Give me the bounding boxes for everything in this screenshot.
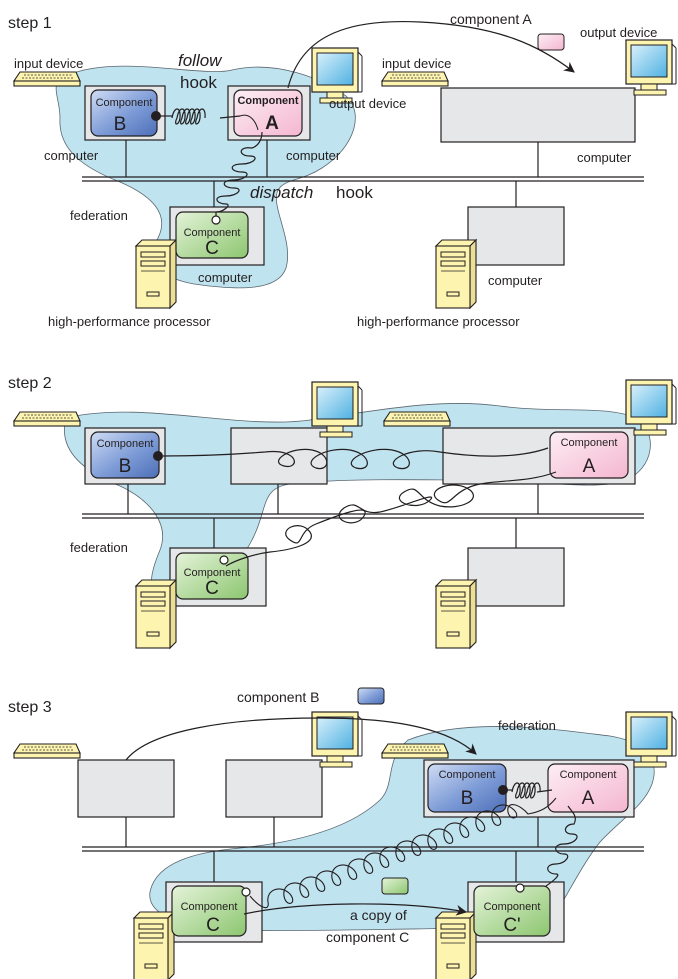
step-1-panel: step 1 Component B Component A Compone bbox=[8, 11, 676, 329]
monitor-icon bbox=[312, 712, 362, 767]
follow-label: follow bbox=[178, 51, 223, 70]
computer-label: computer bbox=[488, 273, 543, 288]
hook-end-dot bbox=[498, 785, 508, 795]
component-a-letter: A bbox=[582, 788, 595, 809]
input-device-label: input device bbox=[14, 56, 83, 71]
component-b-word: Component bbox=[439, 769, 496, 781]
component-b-word: Component bbox=[97, 438, 154, 450]
component-b-caption: component B bbox=[237, 689, 320, 705]
keyboard-icon bbox=[14, 412, 80, 426]
keyboard-icon bbox=[14, 744, 80, 758]
computer-box-2 bbox=[226, 760, 322, 817]
tower-icon bbox=[436, 580, 476, 648]
federation-label: federation bbox=[498, 718, 556, 733]
component-a-chip bbox=[538, 34, 564, 50]
tower-icon bbox=[136, 240, 176, 308]
component-b-letter: B bbox=[114, 114, 127, 135]
computer-box-5 bbox=[468, 207, 564, 265]
federation-label: federation bbox=[70, 208, 128, 223]
computer-box-2 bbox=[231, 428, 327, 484]
computer-label: computer bbox=[44, 148, 99, 163]
keyboard-icon bbox=[382, 72, 448, 86]
step-3-panel: step 3 Component B Component A Component… bbox=[8, 688, 676, 979]
step-2-title: step 2 bbox=[8, 375, 52, 392]
computer-box-1 bbox=[78, 760, 174, 817]
output-device-label: output device bbox=[580, 25, 657, 40]
processor-label: high-performance processor bbox=[357, 314, 520, 329]
federation-label: federation bbox=[70, 540, 128, 555]
tower-icon bbox=[134, 912, 174, 979]
component-a-word: Component bbox=[560, 769, 617, 781]
tower-icon bbox=[436, 240, 476, 308]
dispatch-hook-label: hook bbox=[336, 183, 373, 202]
computer-box-3 bbox=[441, 88, 635, 142]
keyboard-icon bbox=[382, 744, 448, 758]
component-a-letter: A bbox=[583, 456, 596, 477]
step-2-panel: step 2 Component B Component A Component… bbox=[8, 375, 676, 648]
computer-label: computer bbox=[286, 148, 341, 163]
hook-label: hook bbox=[180, 73, 217, 92]
component-c-copy-word: Component bbox=[484, 901, 541, 913]
component-c-word: Component bbox=[181, 901, 238, 913]
copy-caption-line1: a copy of bbox=[350, 907, 407, 923]
computer-box-5 bbox=[468, 548, 564, 606]
input-device-label: input device bbox=[382, 56, 451, 71]
processor-label: high-performance processor bbox=[48, 314, 211, 329]
component-a-letter: A bbox=[265, 113, 279, 134]
keyboard-icon bbox=[14, 72, 80, 86]
monitor-icon bbox=[626, 40, 676, 95]
component-a-word: Component bbox=[237, 95, 298, 107]
component-b-word: Component bbox=[96, 97, 153, 109]
dispatch-label: dispatch bbox=[250, 183, 313, 202]
tower-icon bbox=[136, 580, 176, 648]
component-c-letter: C bbox=[205, 238, 219, 259]
computer-label: computer bbox=[577, 150, 632, 165]
tower-icon bbox=[436, 912, 476, 979]
keyboard-icon bbox=[384, 412, 450, 426]
copy-caption-line2: component C bbox=[326, 929, 409, 945]
component-c-copy-letter: C' bbox=[503, 915, 520, 936]
component-c-letter: C bbox=[206, 915, 220, 936]
step-3-title: step 3 bbox=[8, 699, 52, 716]
step-1-title: step 1 bbox=[8, 15, 52, 32]
component-c-letter: C bbox=[205, 578, 219, 599]
hook-end-dot bbox=[151, 111, 161, 121]
output-device-label: output device bbox=[329, 96, 406, 111]
computer-label: computer bbox=[198, 270, 253, 285]
component-a-caption: component A bbox=[450, 11, 532, 27]
component-b-letter: B bbox=[119, 456, 132, 477]
component-b-chip bbox=[358, 688, 384, 704]
component-a-word: Component bbox=[561, 437, 618, 449]
component-c-chip bbox=[382, 878, 408, 894]
component-b-letter: B bbox=[461, 788, 474, 809]
